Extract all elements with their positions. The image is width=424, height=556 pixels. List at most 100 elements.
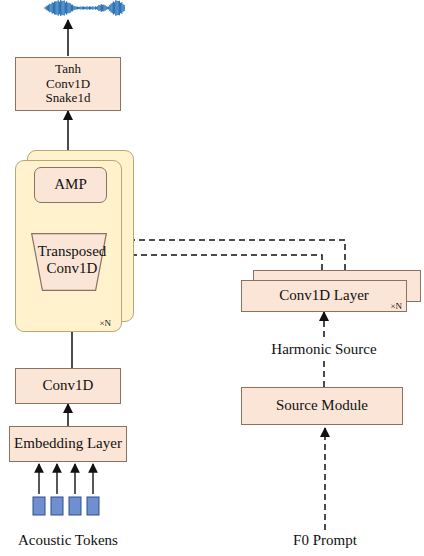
token-arrow bbox=[38, 464, 39, 494]
wave-stroke bbox=[124, 5, 125, 11]
wave-stroke bbox=[90, 7, 91, 10]
wave-stroke bbox=[50, 4, 51, 12]
conv-box: Conv1D bbox=[15, 368, 121, 404]
wave-stroke bbox=[82, 7, 83, 9]
wave-stroke bbox=[92, 6, 93, 10]
edge-label: Harmonic Source bbox=[269, 341, 378, 358]
wave-stroke bbox=[97, 6, 98, 10]
caption-label: Acoustic Tokens bbox=[18, 532, 118, 549]
wave-stroke bbox=[61, 1, 62, 15]
wave-stroke bbox=[79, 7, 80, 10]
node-text: Tanh bbox=[55, 62, 81, 77]
wave-stroke bbox=[47, 6, 48, 11]
wave-stroke bbox=[98, 5, 99, 11]
wave-stroke bbox=[53, 3, 54, 13]
node-text: Conv1D Layer bbox=[279, 287, 369, 304]
token-squares bbox=[33, 464, 99, 515]
wave-stroke bbox=[122, 4, 123, 12]
wave-stroke bbox=[88, 7, 89, 9]
wave-stroke bbox=[62, 1, 63, 15]
wave-stroke bbox=[77, 6, 78, 9]
node-text: Source Module bbox=[276, 397, 368, 414]
wave-stroke bbox=[73, 6, 74, 10]
wave-stroke bbox=[119, 1, 120, 16]
wave-stroke bbox=[71, 5, 72, 12]
wave-stroke bbox=[109, 5, 110, 11]
wave-stroke bbox=[102, 5, 103, 12]
wave-stroke bbox=[72, 5, 73, 12]
wave-stroke bbox=[91, 7, 92, 10]
wave-stroke bbox=[104, 5, 105, 11]
wave-stroke bbox=[86, 6, 87, 9]
f0-arrow bbox=[324, 428, 326, 530]
wave-stroke bbox=[107, 7, 108, 10]
embedding-box: Embedding Layer bbox=[9, 426, 127, 462]
wave-stroke bbox=[85, 7, 86, 10]
token-square bbox=[51, 497, 63, 515]
wave-stroke bbox=[118, 1, 119, 15]
flow-arrow bbox=[67, 404, 69, 426]
wave-stroke bbox=[89, 6, 90, 9]
token-square bbox=[33, 497, 45, 515]
caption-label: F0 Prompt bbox=[293, 532, 357, 549]
wave-stroke bbox=[83, 6, 84, 9]
output-block: TanhConv1DSnake1d bbox=[15, 57, 121, 111]
wave-stroke bbox=[66, 1, 67, 14]
transposed-conv-box: Transposed Conv1D bbox=[31, 233, 113, 291]
wave-stroke bbox=[95, 6, 96, 9]
wave-stroke bbox=[56, 2, 57, 15]
wave-stroke bbox=[108, 7, 109, 10]
wave-stroke bbox=[96, 7, 97, 9]
wave-stroke bbox=[78, 7, 79, 9]
wave-stroke bbox=[58, 0, 59, 16]
node-text: Snake1d bbox=[46, 91, 91, 106]
wave-stroke bbox=[80, 7, 81, 10]
wave-stroke bbox=[44, 7, 45, 9]
upsample-block: ×N AMP Transposed Conv1D bbox=[15, 160, 122, 332]
source-module-box: Source Module bbox=[241, 387, 403, 425]
wave-stroke bbox=[68, 3, 69, 13]
wave-stroke bbox=[49, 4, 50, 12]
node-text: AMP bbox=[54, 176, 87, 193]
wave-stroke bbox=[115, 0, 116, 15]
wave-stroke bbox=[65, 2, 66, 13]
token-arrow bbox=[56, 464, 57, 494]
wave-stroke bbox=[84, 7, 85, 9]
wave-stroke bbox=[54, 2, 55, 15]
node-text: Transposed Conv1D bbox=[36, 243, 108, 278]
wave-stroke bbox=[70, 3, 71, 12]
output-arrow bbox=[67, 20, 69, 56]
node-text: Conv1D bbox=[46, 77, 90, 92]
node-text: ×N bbox=[99, 318, 111, 328]
wave-stroke bbox=[101, 4, 102, 11]
token-arrow bbox=[74, 464, 75, 494]
token-square bbox=[69, 497, 81, 515]
wave-stroke bbox=[76, 7, 77, 10]
wave-stroke bbox=[120, 3, 121, 13]
wave-stroke bbox=[74, 6, 75, 9]
node-text: ×N bbox=[390, 301, 402, 311]
wave-stroke bbox=[46, 6, 47, 10]
wave-stroke bbox=[106, 6, 107, 10]
wave-stroke bbox=[64, 1, 65, 16]
wave-stroke bbox=[116, 1, 117, 15]
wave-stroke bbox=[103, 5, 104, 11]
wave-stroke bbox=[48, 5, 49, 11]
wave-stroke bbox=[59, 2, 60, 14]
wave-stroke bbox=[52, 2, 53, 13]
waveform bbox=[45, 0, 124, 16]
token-square bbox=[87, 497, 99, 515]
wave-stroke bbox=[100, 5, 101, 10]
wave-stroke bbox=[113, 1, 114, 14]
amp-box: AMP bbox=[34, 167, 107, 203]
wave-stroke bbox=[55, 1, 56, 15]
token-arrow bbox=[92, 464, 93, 494]
wave-stroke bbox=[94, 7, 95, 9]
wave-stroke bbox=[67, 3, 68, 14]
node-text: Conv1D bbox=[43, 377, 94, 394]
wave-stroke bbox=[112, 3, 113, 13]
wave-stroke bbox=[60, 0, 61, 16]
wave-stroke bbox=[121, 2, 122, 13]
conv-layer-box: Conv1D Layer ×N bbox=[241, 280, 407, 312]
wave-stroke bbox=[114, 2, 115, 13]
